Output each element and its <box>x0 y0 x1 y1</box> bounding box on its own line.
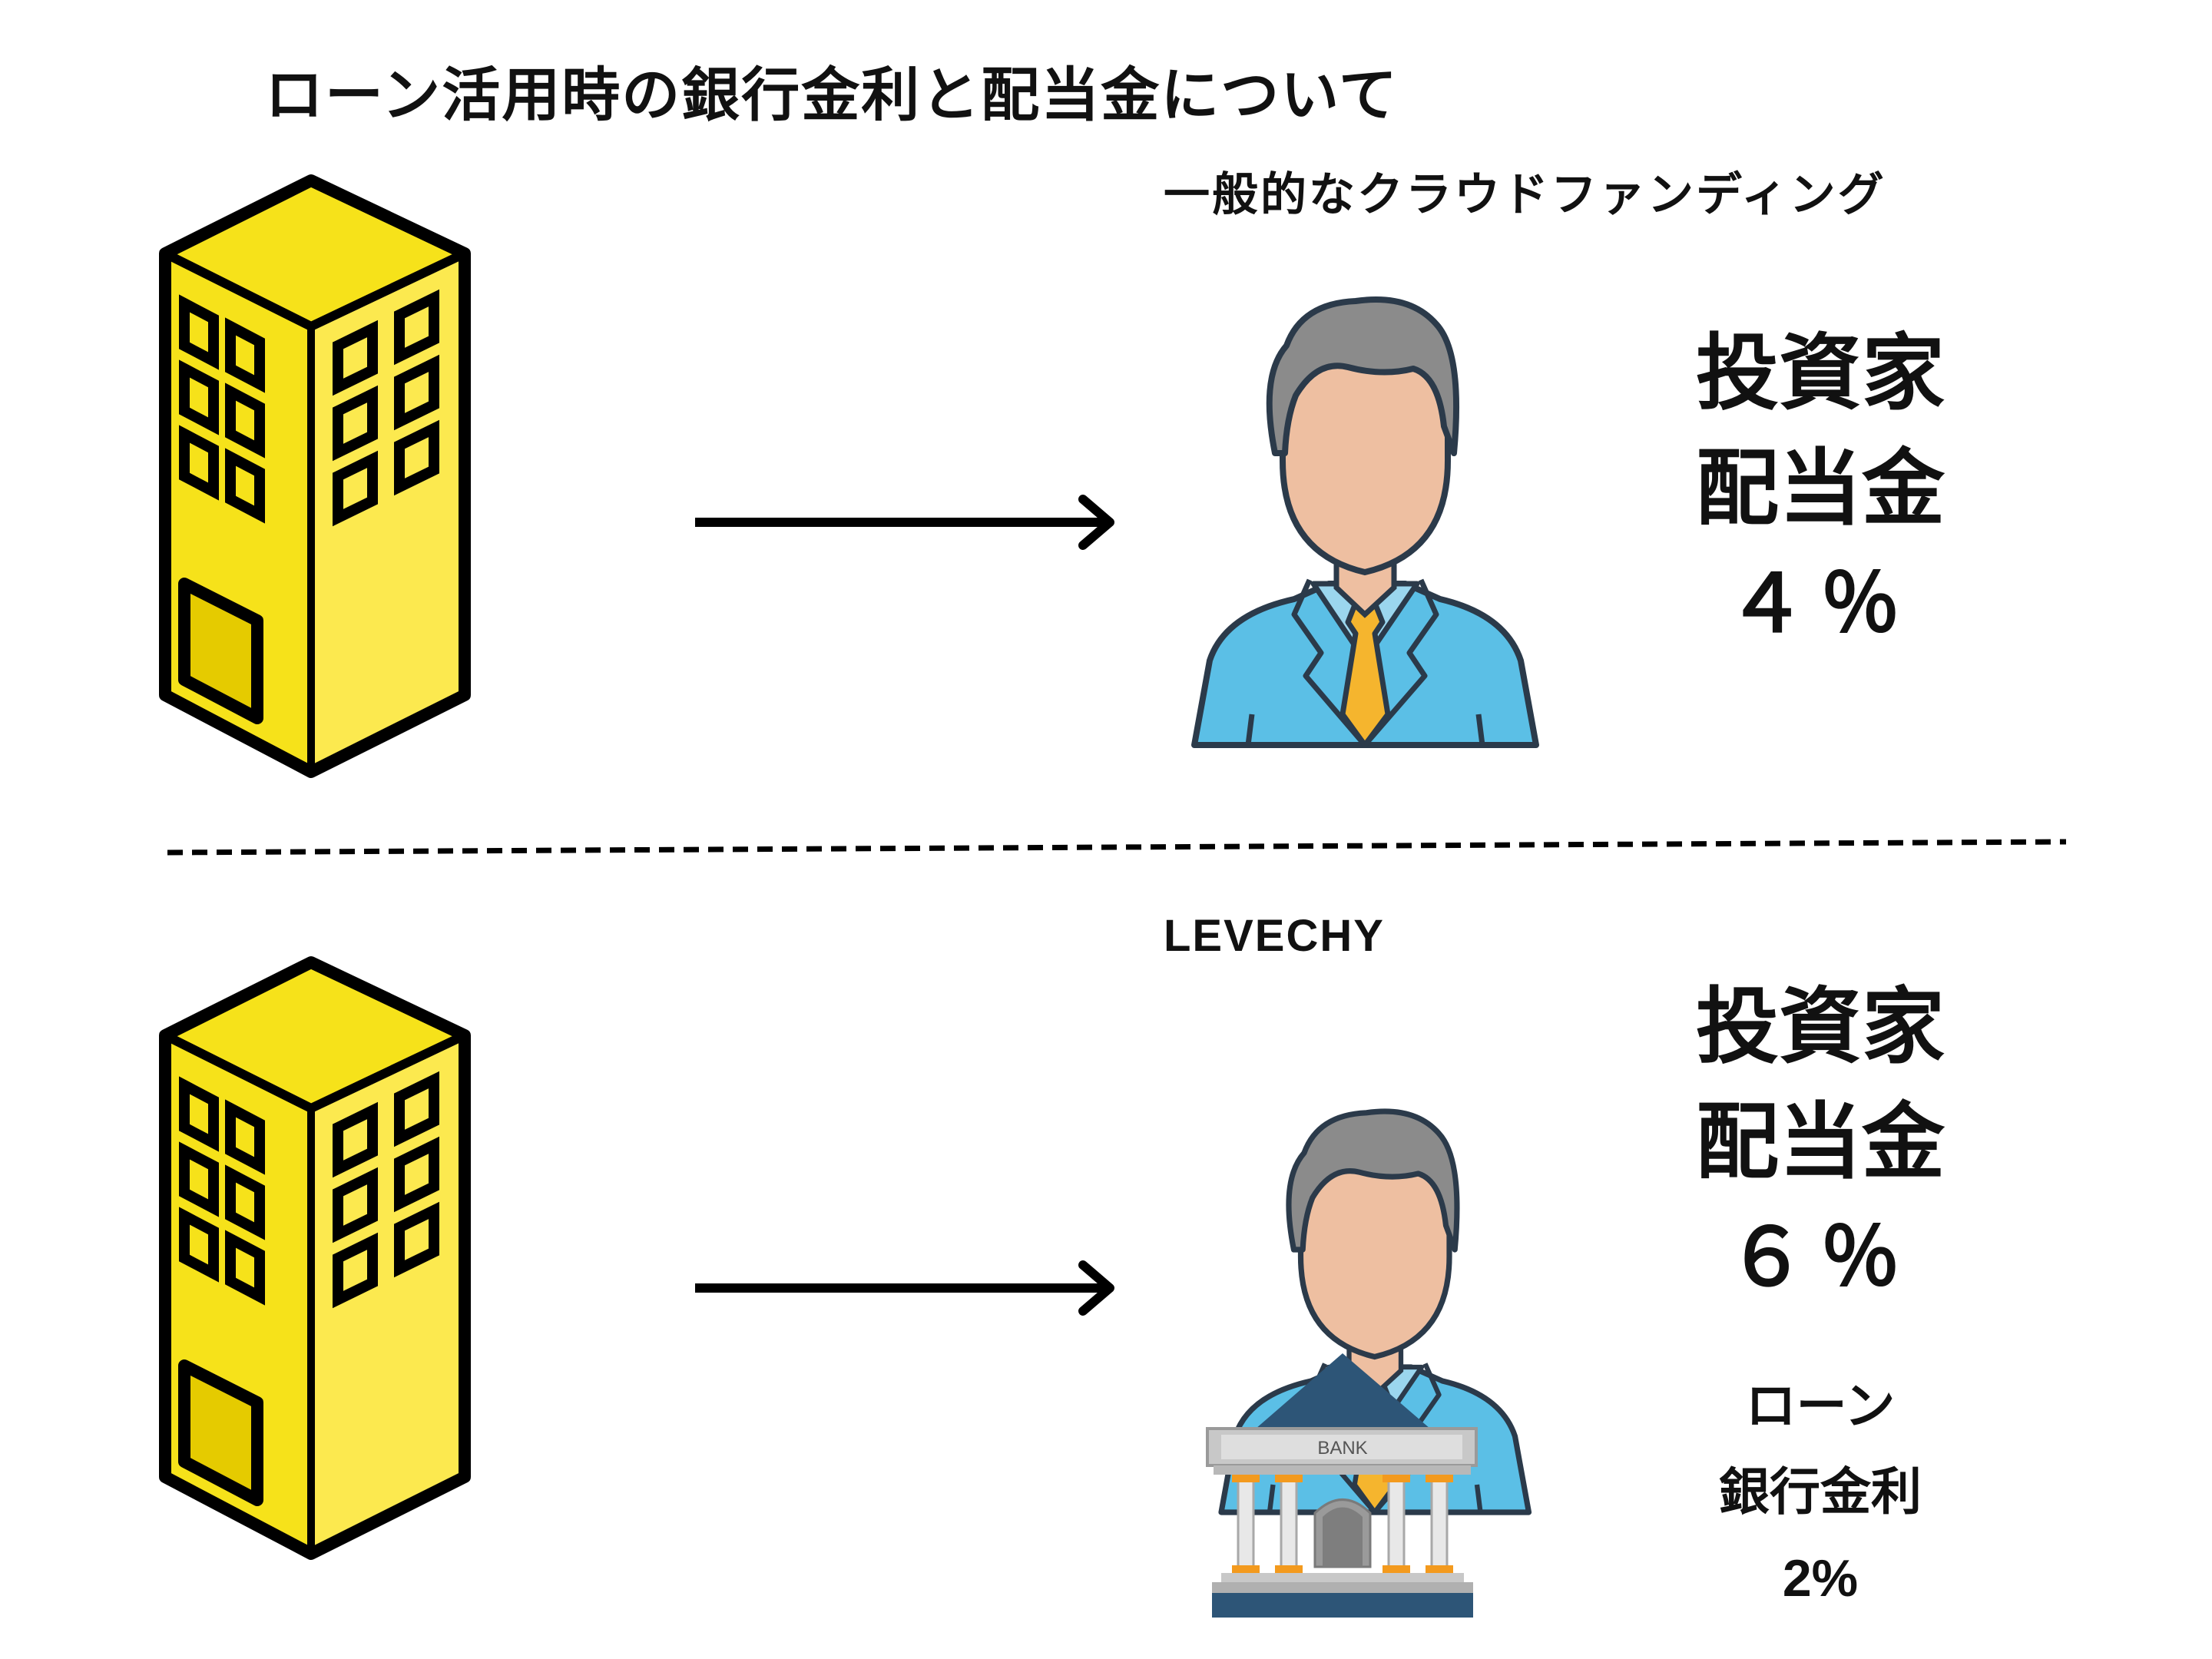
section-label-levechy: LEVECHY <box>1164 911 1385 961</box>
investor-label: 投資家 <box>1695 979 1945 1075</box>
investor-label: 投資家 <box>1695 326 1945 422</box>
loan-label: ローン <box>1745 1376 1896 1435</box>
section-divider <box>167 839 2067 856</box>
arrow-right-icon <box>695 495 1114 550</box>
investor-dividend-block-1: 投資家 配当金 ４％ <box>1621 316 2020 662</box>
section-label-crowdfunding: 一般的なクラウドファンディング <box>1164 168 1886 222</box>
building-icon <box>165 180 465 772</box>
page-title: ローン活用時の銀行金利と配当金について <box>265 61 1399 129</box>
bank-icon: BANK <box>1206 1353 1478 1618</box>
building-icon <box>165 962 465 1554</box>
arrow-right-icon <box>695 1260 1114 1316</box>
bank-rate-label: 銀行金利 <box>1719 1462 1922 1522</box>
dividend-label: 配当金 <box>1695 441 1945 537</box>
bank-sign-text: BANK <box>1317 1438 1367 1459</box>
investor-dividend-block-2: 投資家 配当金 ６％ <box>1621 970 2020 1316</box>
dividend-label: 配当金 <box>1695 1094 1945 1190</box>
bank-loan-block: ローン 銀行金利 2% <box>1621 1363 2020 1621</box>
dividend-rate: ６％ <box>1726 1214 1914 1303</box>
bank-rate: 2% <box>1782 1549 1859 1608</box>
investor-person-icon <box>1194 300 1536 745</box>
dividend-rate: ４％ <box>1726 560 1914 649</box>
